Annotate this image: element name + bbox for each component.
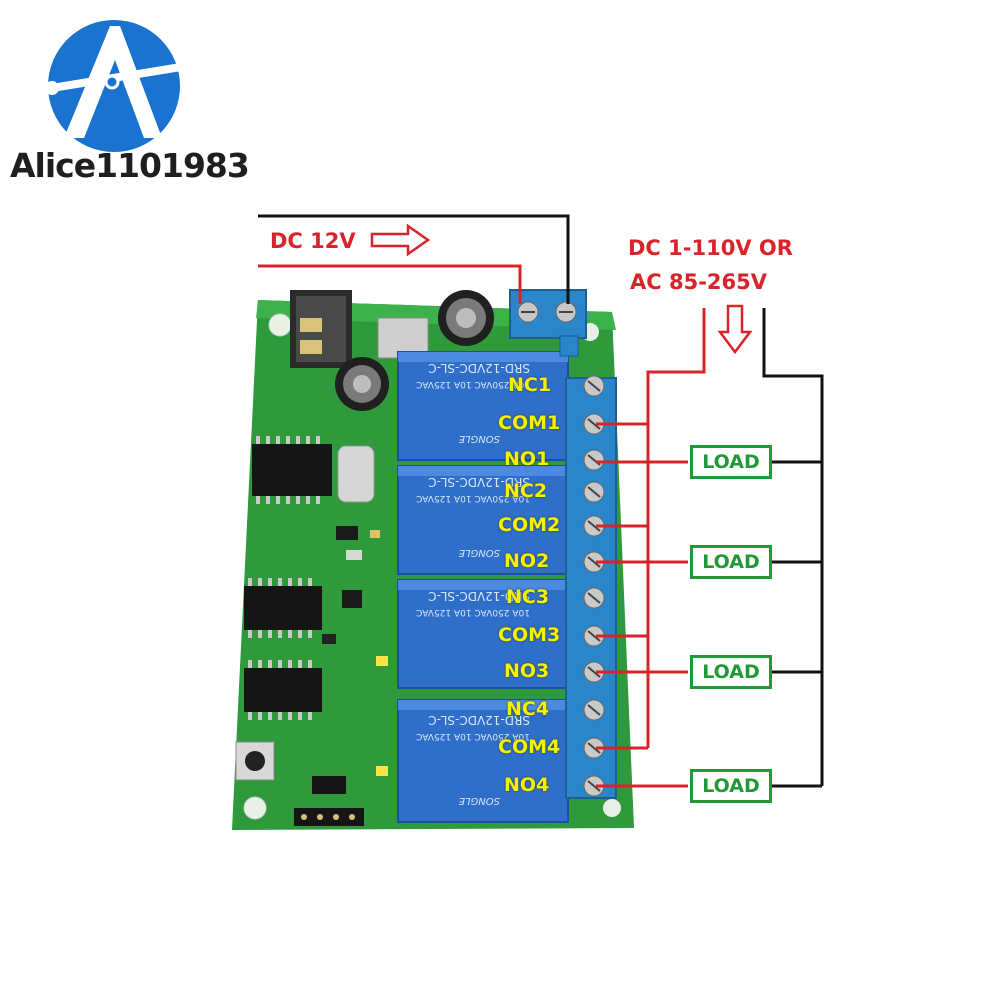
load-supply-label-line1: DC 1-110V OR xyxy=(628,236,793,260)
arrow-right-icon xyxy=(370,223,431,257)
push-button-icon xyxy=(235,741,275,781)
arrow-down-icon xyxy=(717,304,753,355)
terminal-screw-3 xyxy=(583,449,605,471)
terminal-label-no4: NO4 xyxy=(504,774,550,796)
ic-chip-icon xyxy=(244,578,322,638)
ic-chip-icon xyxy=(244,660,322,720)
brand-name: Alice1101983 xyxy=(10,146,250,185)
relay-1-rating: 10A 250VAC 10A 125VAC xyxy=(416,379,530,389)
terminal-label-nc3: NC3 xyxy=(506,586,550,608)
load-box-3: LOAD xyxy=(690,655,772,689)
terminal-label-com1: COM1 xyxy=(498,412,561,434)
relay-2-model: SRD-12VDC-SL-C xyxy=(428,475,530,489)
relay-2 xyxy=(397,465,569,575)
terminal-label-com2: COM2 xyxy=(498,514,561,536)
relay-4-brand: SONGLE xyxy=(458,795,500,806)
ic-chip-icon xyxy=(252,436,332,504)
relay-1-model: SRD-12VDC-SL-C xyxy=(428,361,530,375)
relay-2-brand: SONGLE xyxy=(458,547,500,558)
terminal-screw-2 xyxy=(583,413,605,435)
brand-logo xyxy=(45,20,191,152)
terminal-screw-6 xyxy=(583,551,605,573)
terminal-label-com4: COM4 xyxy=(498,736,561,758)
terminal-label-nc4: NC4 xyxy=(506,698,550,720)
terminal-label-no2: NO2 xyxy=(504,550,550,572)
load-box-4: LOAD xyxy=(690,769,772,803)
relay-1 xyxy=(397,351,569,461)
terminal-screw-4 xyxy=(583,481,605,503)
relay-3-rating: 10A 250VAC 10A 125VAC xyxy=(416,607,530,617)
terminal-label-no3: NO3 xyxy=(504,660,550,682)
relay-3-model: SRD-12VDC-SL-C xyxy=(428,589,530,603)
terminal-label-com3: COM3 xyxy=(498,624,561,646)
relay-3 xyxy=(397,579,569,689)
capacitor-icon xyxy=(335,357,389,411)
load-box-2: LOAD xyxy=(690,545,772,579)
relay-1-brand: SONGLE xyxy=(458,433,500,444)
load-box-1: LOAD xyxy=(690,445,772,479)
terminal-screw-10 xyxy=(583,699,605,721)
terminal-screw-11 xyxy=(583,737,605,759)
relay-4-model: SRD-12VDC-SL-C xyxy=(428,713,530,727)
terminal-screw-5 xyxy=(583,515,605,537)
capacitor-icon xyxy=(438,290,494,346)
terminal-screw-1 xyxy=(583,375,605,397)
relay-4-rating: 10A 250VAC 10A 125VAC xyxy=(416,731,530,741)
power-terminal-block xyxy=(509,289,587,357)
terminal-screw-7 xyxy=(583,587,605,609)
terminal-label-nc1: NC1 xyxy=(508,374,552,396)
relay-4 xyxy=(397,699,569,823)
terminal-label-no1: NO1 xyxy=(504,448,550,470)
dc-input-label: DC 12V xyxy=(270,229,356,253)
terminal-label-nc2: NC2 xyxy=(504,480,548,502)
relay-2-rating: 10A 250VAC 10A 125VAC xyxy=(416,493,530,503)
audio-jack-icon xyxy=(290,290,352,368)
load-supply-label-line2: AC 85-265V xyxy=(630,270,768,294)
